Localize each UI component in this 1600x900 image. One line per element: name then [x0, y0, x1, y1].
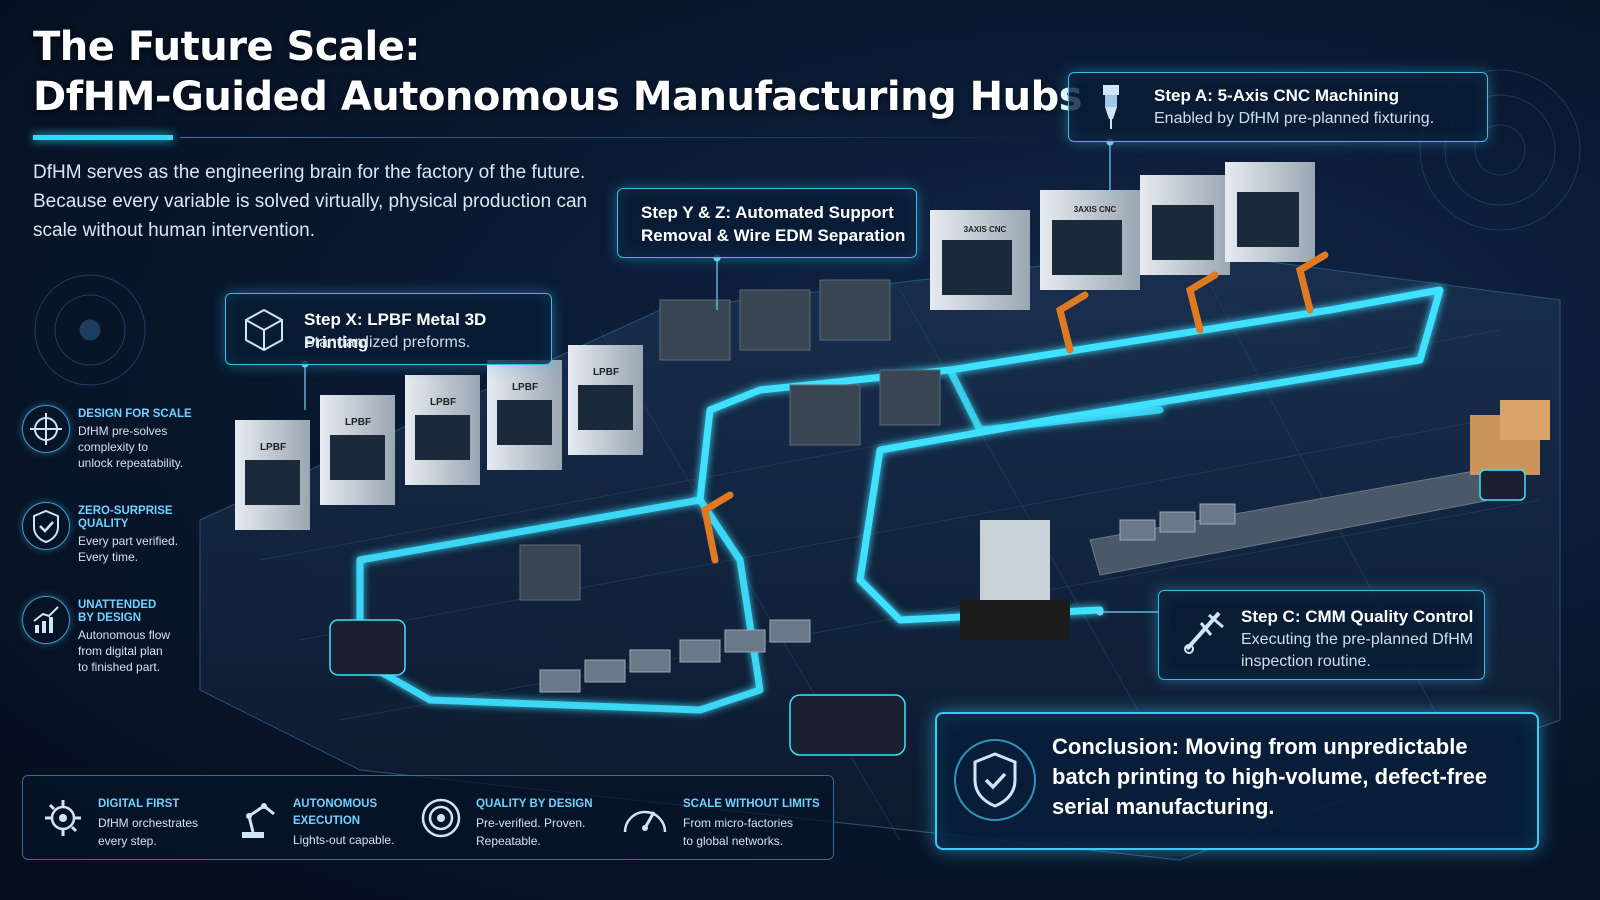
feature-quality-by-design: QUALITY BY DESIGN Pre-verified. Proven. … [401, 776, 601, 859]
feature-desc-line: Pre-verified. Proven. [476, 816, 586, 830]
conclusion-text: Conclusion: Moving from unpredictable ba… [1052, 734, 1488, 819]
feature-scale-without-limits: SCALE WITHOUT LIMITS From micro-factorie… [608, 776, 828, 859]
feature-desc-line: to global networks. [683, 834, 784, 848]
part-trays [539, 503, 1236, 693]
robot-arm-icon [242, 803, 275, 838]
sidebar-title: DESIGN FOR SCALE [78, 408, 192, 420]
feature-title: DIGITAL FIRST [98, 798, 180, 810]
feature-desc-line: every step. [98, 834, 157, 848]
feature-title: AUTONOMOUS [293, 798, 378, 810]
output-conveyor [1089, 400, 1550, 576]
title-line-1: The Future Scale: [33, 24, 420, 70]
callout-step-x: Step X: LPBF Metal 3D Printing Standardi… [225, 293, 552, 365]
hud-circle-left [34, 274, 146, 386]
gauge-icon [623, 810, 667, 833]
cnc-label: 3AXIS CNC [1074, 205, 1117, 214]
feature-title: QUALITY BY DESIGN [476, 798, 593, 810]
support-removal-machines [519, 279, 941, 601]
sidebar-title: QUALITY [78, 518, 129, 530]
gear-circuit-icon [45, 800, 81, 836]
step-yz-title-line-2: Removal & Wire EDM Separation [641, 226, 906, 245]
sidebar-desc-line: Every part verified. [78, 534, 179, 548]
title-line-2: DfHM-Guided Autonomous Manufacturing Hub… [33, 74, 1083, 120]
sidebar-desc-line: Autonomous flow [78, 628, 171, 642]
step-x-title: Step X: LPBF Metal 3D Printing [304, 310, 487, 352]
target-icon [421, 798, 461, 838]
step-a-subtitle: Enabled by DfHM pre-planned fixturing. [1154, 110, 1435, 127]
step-c-subtitle-line-1: Executing the pre-planned DfHM [1241, 631, 1474, 648]
callout-step-yz: Step Y & Z: Automated Support Removal & … [617, 188, 917, 258]
cmm-station [960, 520, 1070, 640]
cnc-spindle-icon [1103, 85, 1119, 129]
feature-desc-line: DfHM orchestrates [98, 816, 199, 830]
sidebar-desc-line: unlock repeatability. [78, 456, 184, 470]
feature-desc-line: Repeatable. [476, 834, 541, 848]
printer-label: LPBF [593, 367, 619, 378]
feature-autonomous-execution: AUTONOMOUS EXECUTION Lights-out capable. [218, 776, 418, 859]
shield-check-icon [954, 739, 1036, 821]
sidebar-desc-line: from digital plan [78, 644, 163, 658]
title-divider [180, 137, 1060, 138]
sidebar-title: BY DESIGN [78, 612, 142, 624]
crosshair-icon [22, 405, 70, 453]
sidebar-desc-line: Every time. [78, 550, 139, 564]
callout-step-a: Step A: 5-Axis CNC Machining Enabled by … [1068, 72, 1488, 142]
feature-digital-first: DIGITAL FIRST DfHM orchestrates every st… [23, 776, 223, 859]
feature-desc-line: From micro-factories [683, 816, 794, 830]
robot-arms [701, 251, 1329, 564]
conclusion-panel: Conclusion: Moving from unpredictable ba… [935, 712, 1539, 850]
sidebar-item-design-for-scale: DESIGN FOR SCALE DfHM pre-solves complex… [22, 405, 232, 475]
sidebar-desc-line: DfHM pre-solves [78, 424, 168, 438]
intro-text: DfHM serves as the engineering brain for… [33, 162, 588, 241]
printer-label: LPBF [512, 382, 538, 393]
step-c-subtitle-line-2: inspection routine. [1241, 653, 1371, 670]
page-title: The Future Scale: DfHM-Guided Autonomous… [33, 22, 1083, 122]
sidebar-item-zero-surprise-quality: ZERO-SURPRISE QUALITY Every part verifie… [22, 502, 232, 564]
printer-label: LPBF [430, 397, 456, 408]
lpbf-printers: LPBF LPBF LPBF LPBF LPBF [235, 345, 643, 530]
step-c-title: Step C: CMM Quality Control [1241, 607, 1474, 626]
cnc-label: 3AXIS CNC [964, 225, 1007, 234]
step-x-subtitle: Standardized preforms. [304, 334, 471, 351]
callout-step-c: Step C: CMM Quality Control Executing th… [1158, 590, 1485, 680]
hud-circle-right [1419, 69, 1581, 231]
agv-robots [329, 469, 1526, 756]
title-underline [33, 135, 173, 140]
printer-label: LPBF [260, 442, 286, 453]
sidebar-title: ZERO-SURPRISE [78, 505, 173, 517]
growth-chart-icon [22, 596, 70, 644]
step-a-title: Step A: 5-Axis CNC Machining [1154, 86, 1399, 105]
feature-title: SCALE WITHOUT LIMITS [683, 798, 820, 810]
sidebar-title: UNATTENDED [78, 599, 157, 611]
shield-check-icon [22, 502, 70, 550]
sidebar-desc-line: complexity to [78, 440, 149, 454]
bottom-feature-bar: DIGITAL FIRST DfHM orchestrates every st… [22, 775, 834, 860]
step-yz-title-line-1: Step Y & Z: Automated Support [641, 203, 894, 222]
sidebar-item-unattended-by-design: UNATTENDED BY DESIGN Autonomous flow fro… [22, 596, 232, 676]
cnc-machines: 3AXIS CNC 3AXIS CNC [930, 162, 1315, 310]
feature-desc-line: Lights-out capable. [293, 833, 395, 847]
caliper-icon [1184, 611, 1224, 654]
sidebar-desc-line: to finished part. [78, 660, 161, 674]
feature-title: EXECUTION [293, 815, 361, 827]
cube-icon [245, 308, 283, 352]
printer-label: LPBF [345, 417, 371, 428]
